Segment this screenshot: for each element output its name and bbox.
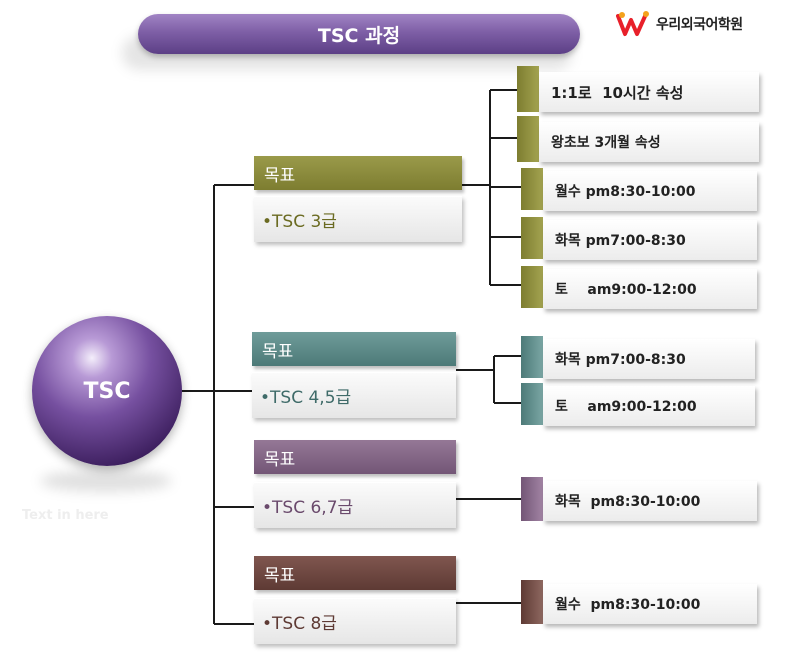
center-sphere: TSC xyxy=(32,316,182,466)
schedule-tab xyxy=(521,168,543,210)
schedule-item: 화목 pm8:30-10:00 xyxy=(543,481,757,521)
schedule-tab xyxy=(521,383,543,425)
schedule-tab xyxy=(517,116,539,162)
logo: 우리외국어학원 xyxy=(616,10,743,38)
level-box-6-7: •TSC 6,7급 xyxy=(254,482,456,528)
level-box-4-5: •TSC 4,5급 xyxy=(252,372,456,418)
schedule-item: 토 am9:00-12:00 xyxy=(543,269,757,309)
goal-bar-level-8: 목표 xyxy=(254,556,456,590)
logo-text: 우리외국어학원 xyxy=(656,17,743,33)
goal-bar-level-6-7: 목표 xyxy=(254,440,456,474)
schedule-tab xyxy=(521,266,543,308)
schedule-tab xyxy=(521,477,543,521)
goal-bar-level-4-5: 목표 xyxy=(252,332,456,366)
schedule-item: 1:1로 10시간 속성 xyxy=(539,72,759,112)
schedule-item: 토 am9:00-12:00 xyxy=(543,386,755,426)
placeholder-text: Text in here xyxy=(22,508,109,523)
schedule-item: 화목 pm7:00-8:30 xyxy=(543,339,755,379)
level-box-3: •TSC 3급 xyxy=(254,196,462,242)
schedule-item: 월수 pm8:30-10:00 xyxy=(543,171,757,211)
schedule-tab xyxy=(521,217,543,259)
page-title: TSC 과정 xyxy=(138,14,580,54)
schedule-tab xyxy=(521,336,543,378)
level-box-8: •TSC 8급 xyxy=(254,598,456,644)
schedule-tab xyxy=(521,580,543,624)
schedule-item: 화목 pm7:00-8:30 xyxy=(543,220,757,260)
schedule-item: 왕초보 3개월 속성 xyxy=(539,122,759,162)
logo-mark-icon xyxy=(616,11,649,36)
sphere-shadow xyxy=(40,470,172,492)
goal-bar-level-3: 목표 xyxy=(254,156,462,190)
schedule-item: 월수 pm8:30-10:00 xyxy=(543,584,757,624)
schedule-tab xyxy=(517,66,539,112)
center-label: TSC xyxy=(83,378,131,404)
